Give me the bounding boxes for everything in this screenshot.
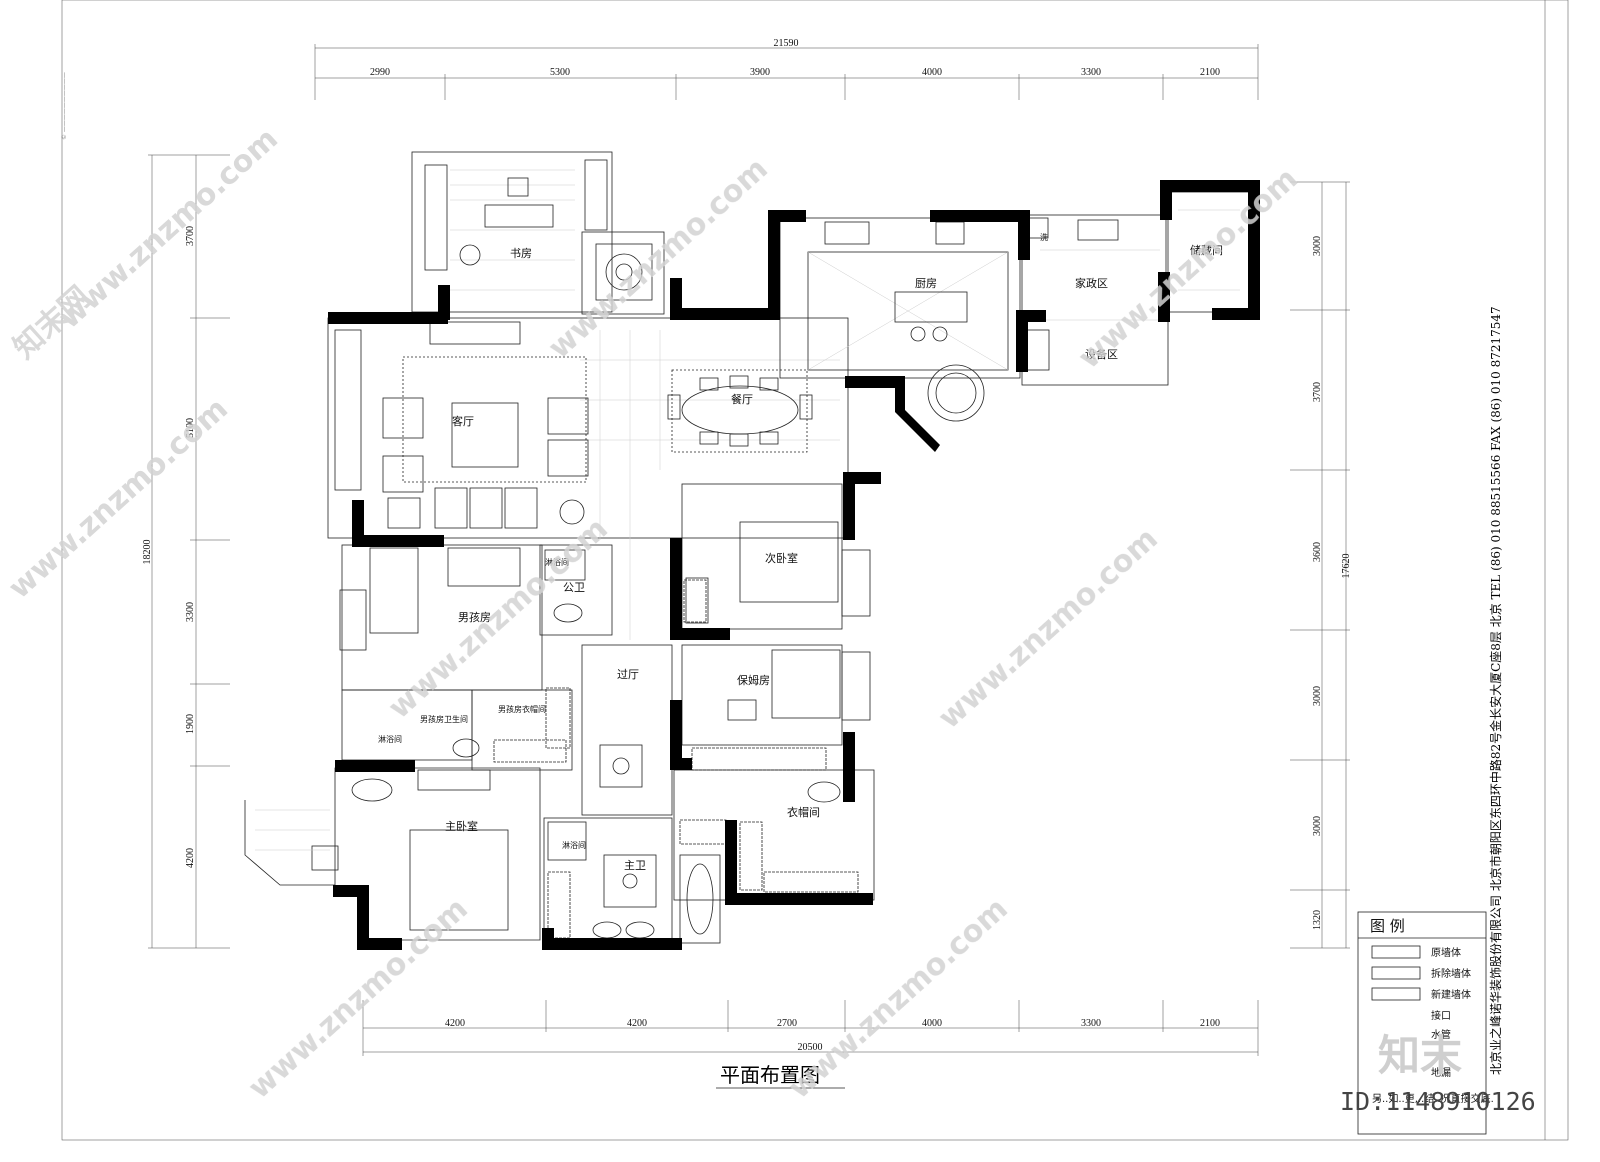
left-dim-2: 5100 [185, 418, 196, 438]
label-boys-room: 男孩房 [458, 611, 491, 624]
legend-box: 图 例 原墙体 拆除墙体 新建墙体 接口 水管 地漏 另..如..更,..结..… [1357, 911, 1494, 1135]
right-dim-2: 3700 [1312, 382, 1323, 402]
room-labels: 书房 厨房 家政区 储藏间 设备区 客厅 餐厅 次卧室 公卫 男孩房 过厅 保姆… [378, 232, 1223, 872]
legend-note: 另..如..更,..结..况直接交底. [1372, 1092, 1494, 1105]
label-living: 客厅 [452, 414, 474, 428]
watermark-url-3: www.znzmo.com [1072, 161, 1305, 376]
label-boys-closet: 男孩房衣帽间 [498, 704, 546, 714]
top-dim-1: 2990 [370, 67, 390, 78]
bottom-dim-1: 4200 [445, 1018, 465, 1029]
watermark-url-6: www.znzmo.com [932, 521, 1165, 736]
top-dim-6: 2100 [1200, 67, 1220, 78]
watermark-url-8: www.znzmo.com [782, 891, 1015, 1106]
label-housekeeping: 家政区 [1075, 276, 1108, 290]
bottom-dim-3: 2700 [777, 1018, 797, 1029]
watermark-url-1: www.znzmo.com [52, 121, 285, 336]
label-cloakroom: 衣帽间 [787, 805, 820, 819]
company-info: 北京业之峰诺华装饰股份有限公司 北京市朝阳区东四环中路82号金长安大厦C座8层 … [1488, 306, 1503, 1075]
watermark-url-4: www.znzmo.com [2, 391, 235, 606]
label-shower-master: 淋浴间 [562, 840, 586, 850]
legend-item-demolished-wall: 拆除墙体 [1431, 967, 1471, 980]
brand-logo: 知末 [1378, 1031, 1462, 1080]
image-id: ID:1148910126 [1340, 1087, 1536, 1116]
bottom-dim-5: 3300 [1081, 1018, 1101, 1029]
right-dimensions: 17620 3000 3700 3600 3000 3000 1320 [1290, 181, 1352, 949]
label-boys-bath: 男孩房卫生间 [420, 714, 468, 724]
drawing-title: 平面布置图 [720, 1063, 820, 1087]
legend-item-new-wall: 新建墙体 [1431, 988, 1471, 1001]
legend-heading: 图 例 [1370, 917, 1405, 935]
right-dim-4: 3000 [1312, 686, 1323, 706]
label-hallway: 过厅 [617, 668, 639, 681]
legend-item-interface: 接口 [1431, 1009, 1451, 1022]
watermarks: 知末网 www.znzmo.com www.znzmo.com www.znzm… [2, 121, 1305, 1106]
right-dim-3: 3600 [1312, 542, 1323, 562]
label-storage: 储藏间 [1190, 243, 1223, 257]
watermark-url-2: www.znzmo.com [542, 151, 775, 366]
legend-item-floor-drain: 地漏 [1431, 1066, 1451, 1079]
right-dim-5: 3000 [1312, 816, 1323, 836]
top-dim-5: 3300 [1081, 67, 1101, 78]
label-second-bedroom: 次卧室 [765, 551, 798, 565]
left-dim-1: 3700 [185, 226, 196, 246]
label-shower-boys: 淋浴间 [378, 734, 402, 744]
right-total-dim: 17620 [1341, 554, 1352, 579]
label-study: 书房 [510, 247, 532, 260]
label-master-bedroom: 主卧室 [445, 819, 478, 833]
label-shower-public: 淋浴间 [545, 557, 569, 567]
label-dining: 餐厅 [731, 392, 753, 406]
bottom-dim-4: 4000 [922, 1018, 942, 1029]
vertical-fine-print: © —————————— [61, 72, 68, 140]
left-total-dim: 18200 [142, 540, 153, 565]
right-dim-6: 1320 [1312, 910, 1323, 930]
left-dim-4: 1900 [185, 714, 196, 734]
sheet-border [61, 0, 1569, 1141]
left-dim-5: 4200 [185, 848, 196, 868]
left-dimensions: 18200 3700 5100 3300 1900 4200 [142, 154, 230, 949]
top-dim-3: 3900 [750, 67, 770, 78]
bottom-dim-6: 2100 [1200, 1018, 1220, 1029]
legend-item-original-wall: 原墙体 [1431, 946, 1461, 959]
label-equipment: 设备区 [1085, 347, 1118, 361]
walls [328, 180, 1260, 950]
bottom-dim-2: 4200 [627, 1018, 647, 1029]
top-dim-2: 5300 [550, 67, 570, 78]
top-dimensions: 21590 2990 5300 3900 4000 3300 2100 [314, 38, 1259, 100]
label-public-bath: 公卫 [563, 581, 585, 594]
top-total-dim: 21590 [774, 38, 799, 49]
top-dim-4: 4000 [922, 67, 942, 78]
label-master-bath: 主卫 [624, 859, 646, 872]
bottom-dimensions: 4200 4200 2700 4000 3300 2100 20500 [362, 1000, 1259, 1056]
right-dim-1: 3000 [1312, 236, 1323, 256]
label-nanny-room: 保姆房 [737, 673, 770, 687]
label-kitchen: 厨房 [915, 277, 937, 290]
left-dim-3: 3300 [185, 602, 196, 622]
bottom-total-dim: 20500 [798, 1042, 823, 1053]
legend-item-water-pipe: 水管 [1431, 1028, 1451, 1041]
label-wash: 洗 [1040, 232, 1048, 242]
floor-outlines [244, 151, 1255, 947]
